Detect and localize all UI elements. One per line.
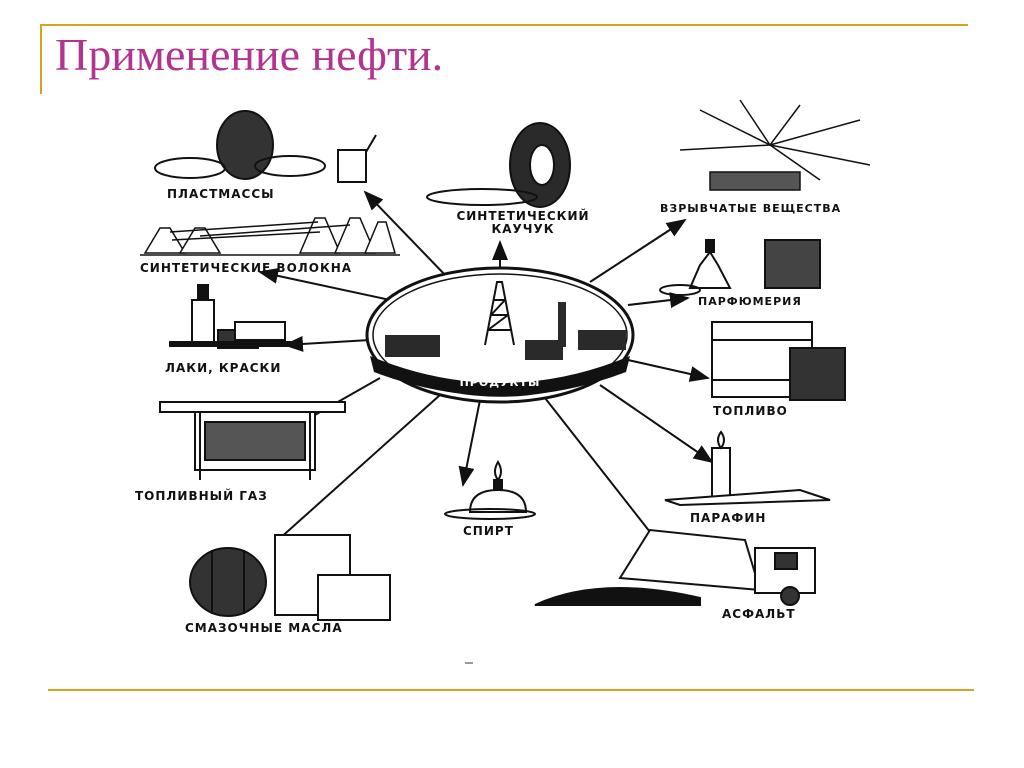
explosion-icon <box>679 99 871 191</box>
oil-barrel-icon <box>189 534 391 621</box>
paint-cans-icon <box>169 284 291 349</box>
hub-label-line2: ПРОДУКТЫ <box>460 376 541 389</box>
product-fuel-gas: ТОПЛИВНЫЙ ГАЗ <box>135 401 346 503</box>
tire-icon <box>426 122 571 208</box>
arrow-perfumery <box>627 292 690 309</box>
product-synthetic-fibers: СИНТЕТИЧЕСКИЕ ВОЛОКНА <box>140 217 400 275</box>
label-alcohol: СПИРТ <box>463 524 514 538</box>
bottom-rule <box>48 689 974 691</box>
product-synthetic-rubber: СИНТЕТИЧЕСКИЙ КАУЧУК <box>426 122 589 236</box>
product-plastics: ПЛАСТМАССЫ <box>154 110 377 201</box>
arrow-asphalt <box>544 397 670 557</box>
dump-truck-icon <box>534 528 816 606</box>
product-varnishes-paints: ЛАКИ, КРАСКИ <box>165 284 291 375</box>
hub-oil-and-products: НЕФТЬ И ЕЕ ПРОДУКТЫ <box>365 266 635 404</box>
label-synthetic-fibers: СИНТЕТИЧЕСКИЕ ВОЛОКНА <box>140 261 352 275</box>
label-explosives: ВЗРЫВЧАТЫЕ ВЕЩЕСТВА <box>660 202 841 215</box>
slide-title: Применение нефти. <box>55 29 444 80</box>
product-explosives: ВЗРЫВЧАТЫЕ ВЕЩЕСТВА <box>660 99 871 215</box>
plastics-icon <box>154 110 377 183</box>
hub-label-line1: НЕФТЬ И ЕЕ <box>457 362 542 375</box>
arrow-paraffin <box>599 384 714 464</box>
label-synthetic-rubber-line2: КАУЧУК <box>491 222 554 236</box>
perfume-icon <box>659 239 821 296</box>
fiber-spools-icon <box>140 217 400 256</box>
arrow-fuel <box>627 359 710 382</box>
product-paraffin: ПАРАФИН <box>664 430 831 525</box>
fuel-barrel-icon <box>711 321 846 401</box>
label-lubricating-oils: СМАЗОЧНЫЕ МАСЛА <box>185 621 343 635</box>
refinery-icon <box>385 302 626 360</box>
product-alcohol: СПИРТ <box>444 460 536 538</box>
spirit-lamp-icon <box>444 460 536 520</box>
product-fuel: ТОПЛИВО <box>711 321 846 418</box>
label-varnishes-paints: ЛАКИ, КРАСКИ <box>165 361 281 375</box>
oil-derrick-icon <box>484 281 515 346</box>
arrow-plastics <box>363 190 449 279</box>
label-fuel: ТОПЛИВО <box>713 404 788 418</box>
product-perfumery: ПАРФЮМЕРИЯ <box>659 239 821 308</box>
product-asphalt: АСФАЛЬТ <box>534 528 816 621</box>
gas-stove-icon <box>159 401 346 480</box>
label-paraffin: ПАРАФИН <box>690 511 766 525</box>
arrow-lubricating-oils <box>277 394 441 541</box>
stray-mark <box>465 662 473 664</box>
label-fuel-gas: ТОПЛИВНЫЙ ГАЗ <box>135 488 268 503</box>
arrow-alcohol <box>458 399 481 487</box>
title-frame <box>40 24 968 94</box>
product-lubricating-oils: СМАЗОЧНЫЕ МАСЛА <box>185 534 391 635</box>
arrow-explosives <box>589 218 687 283</box>
label-perfumery: ПАРФЮМЕРИЯ <box>698 295 802 308</box>
arrow-synthetic-fibers <box>258 267 391 301</box>
label-asphalt: АСФАЛЬТ <box>722 607 796 621</box>
candle-icon <box>664 430 831 507</box>
label-plastics: ПЛАСТМАССЫ <box>167 187 275 201</box>
label-synthetic-rubber-line1: СИНТЕТИЧЕСКИЙ <box>456 208 589 223</box>
arrow-varnishes-paints <box>283 335 371 352</box>
